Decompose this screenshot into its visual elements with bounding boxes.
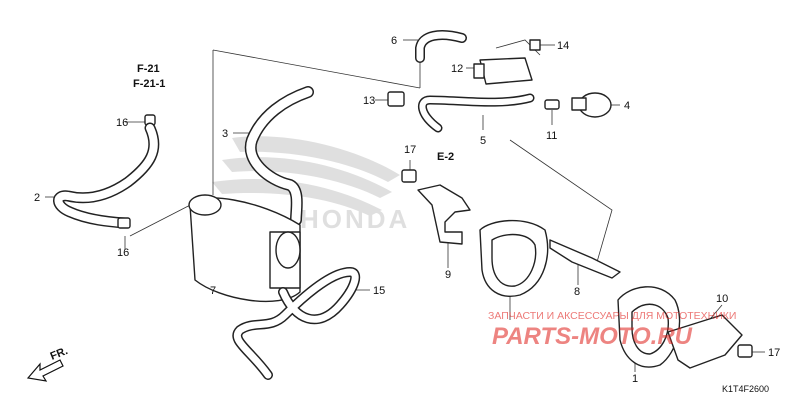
bracket-9: [417, 184, 471, 245]
part-number-10: 10: [716, 293, 728, 305]
band-ring: [479, 219, 549, 297]
hose-3: [244, 86, 314, 226]
part-number-16-bottom: 16: [117, 247, 129, 259]
part-number-5: 5: [480, 135, 486, 147]
part-numbers: 1 2 3 4 5 6 7 8 9 10 11 12 13 14 15 16 1…: [34, 35, 780, 385]
part-number-1: 1: [632, 373, 638, 385]
screw-14: [529, 39, 541, 51]
valve-12: [473, 57, 533, 85]
part-number-9: 9: [445, 269, 451, 281]
part-number-3: 3: [222, 128, 228, 140]
part-number-11: 11: [546, 130, 557, 142]
hose-6: [415, 30, 467, 63]
part-number-13: 13: [363, 95, 375, 107]
plate-10: [667, 314, 743, 369]
part-number-16-top: 16: [116, 117, 128, 129]
part-number-14: 14: [557, 40, 569, 52]
part-number-8: 8: [574, 286, 580, 298]
arrow-icon: [26, 359, 64, 382]
part-number-4: 4: [624, 100, 630, 112]
part-number-12: 12: [451, 63, 463, 75]
part-number-17-top: 17: [404, 144, 416, 156]
reference-f-21-1: F-21-1: [133, 78, 165, 90]
front-direction-arrow: FR.: [26, 345, 70, 382]
cap-4: [571, 92, 612, 118]
part-number-15: 15: [373, 285, 385, 297]
front-direction-label: FR.: [49, 345, 70, 363]
honda-watermark-text: HONDA: [300, 204, 410, 234]
part-number-2: 2: [34, 192, 40, 204]
bolt-17-top: [401, 169, 417, 183]
canister-7: [188, 194, 301, 303]
clip-16-bottom: [117, 217, 131, 229]
diagram-code: K1T4F2600: [722, 384, 769, 394]
bolt-17-right: [737, 344, 753, 358]
hose-5: [418, 93, 535, 133]
bolt-11: [544, 99, 560, 110]
watermark-brand: PARTS-MOTO.RU: [492, 323, 693, 350]
part-number-17-right: 17: [768, 347, 780, 359]
part-number-6: 6: [391, 35, 397, 47]
bracket-8: [549, 239, 621, 279]
clip-13: [387, 91, 405, 107]
watermark-tagline: ЗАПЧАСТИ И АКСЕССУАРЫ ДЛЯ МОТОТЕХНИКИ: [488, 310, 736, 322]
reference-e-2: E-2: [437, 151, 454, 163]
hose-2: [53, 122, 160, 229]
reference-f-21: F-21: [137, 63, 160, 75]
bracket-1: [617, 286, 681, 368]
part-number-7: 7: [210, 285, 216, 297]
hose-15: [232, 267, 361, 380]
